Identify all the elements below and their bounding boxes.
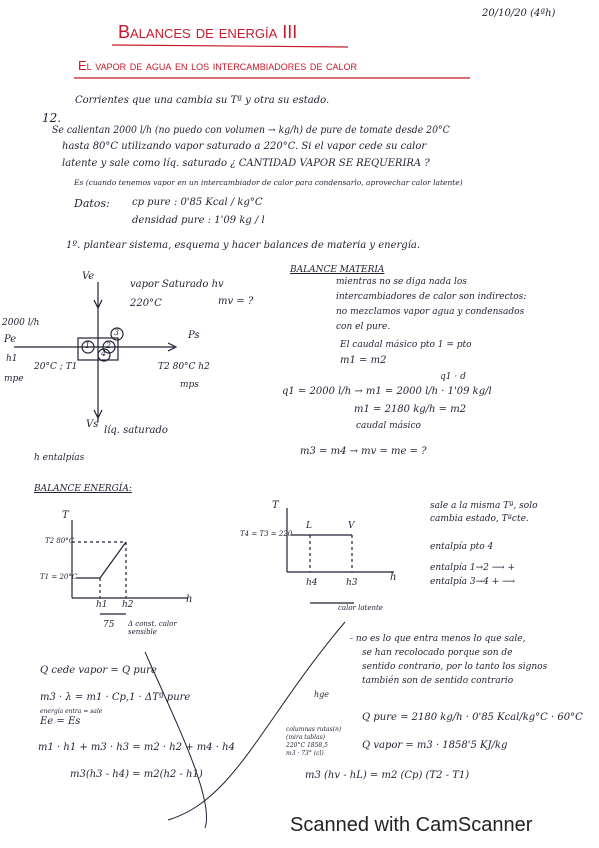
equation-line: Q pure = 2180 kg/h · 0'85 Kcal/kg°C · 60… bbox=[362, 712, 583, 723]
graph-axis-label: T bbox=[272, 500, 279, 511]
label-mv: mv = ? bbox=[218, 296, 254, 307]
graph-tick-label: T2 80°C bbox=[45, 537, 75, 545]
label-entalpias: h entalpías bbox=[34, 453, 85, 463]
datos-line: cp pure : 0'85 Kcal / kg°C bbox=[132, 197, 263, 208]
graph-tick-label: T4 = T3 = 220 bbox=[240, 530, 293, 538]
materia-line: no mezclamos vapor agua y condensados bbox=[336, 307, 525, 317]
page-title: Balances de energía III bbox=[118, 22, 298, 42]
label-t1: 20°C ; T1 bbox=[34, 362, 78, 372]
table-note: (mira tablas) bbox=[286, 734, 326, 741]
side-note: entalpía 1→2 ⟶ + bbox=[430, 563, 516, 573]
exchanger-diagram bbox=[14, 282, 178, 422]
label-mps: mps bbox=[180, 380, 199, 390]
step-one: 1º. plantear sistema, esquema y hacer ba… bbox=[66, 240, 421, 251]
node-2: 2 bbox=[106, 341, 112, 350]
latent-heat-graph bbox=[286, 508, 394, 604]
label-liquid: líq. saturado bbox=[104, 425, 168, 436]
graph-tick-label: V bbox=[348, 521, 355, 531]
table-note: columnas rutas(n) bbox=[286, 726, 342, 733]
equation-note: energía entra = sale bbox=[40, 708, 103, 715]
problem-number: 12. bbox=[42, 111, 62, 125]
graph-axis-label: T bbox=[62, 510, 69, 521]
label-ve: Ve bbox=[82, 271, 95, 282]
materia-line: intercambiadores de calor son indirectos… bbox=[336, 292, 527, 302]
problem-line: Se calientan 2000 l/h (no puedo con volu… bbox=[52, 125, 450, 136]
intro-text: Corrientes que una cambia su Tª y otra s… bbox=[75, 95, 330, 106]
graph-tick-label: T1 = 20°C bbox=[40, 573, 78, 581]
equation-line: m3 · λ = m1 · Cp,1 · ΔTª pure bbox=[40, 692, 191, 703]
graph-tick-label: h3 bbox=[346, 578, 358, 588]
remark-line: también son de sentido contrario bbox=[362, 676, 514, 686]
graph-tick-label: h1 bbox=[96, 600, 108, 610]
sensible-heat-graph bbox=[71, 520, 188, 615]
label-mpe: mpe bbox=[4, 374, 24, 384]
label-vapor-temp: 220°C bbox=[130, 298, 162, 309]
equation-line: m1 · h1 + m3 · h3 = m2 · h2 + m4 · h4 bbox=[38, 742, 235, 753]
remark-line: se han recolocado porque son de bbox=[362, 648, 513, 658]
equation-line: m3(h3 - h4) = m2(h2 - h1) bbox=[70, 769, 203, 780]
label-vapor: vapor Saturado hv bbox=[130, 279, 224, 290]
materia-line: q1 = 2000 l/h → m1 = 2000 l/h · 1'09 kg/… bbox=[282, 386, 492, 397]
materia-line: El caudal másico pto 1 = pto bbox=[340, 340, 472, 350]
materia-line: caudal másico bbox=[356, 421, 421, 431]
balance-energia-title: BALANCE ENERGÍA: bbox=[34, 484, 132, 494]
label-pe: Pe bbox=[4, 334, 17, 345]
label-t2: T2 80°C h2 bbox=[158, 362, 210, 372]
equation-line: Ee = Es bbox=[40, 716, 81, 727]
graph-note: calor latente bbox=[338, 604, 383, 612]
materia-line: q1 · d bbox=[440, 372, 466, 382]
equation-line: Q cede vapor = Q pure bbox=[40, 665, 157, 676]
graph-tick-label: h4 bbox=[306, 578, 318, 588]
datos-line: densidad pure : 1'09 kg / l bbox=[132, 215, 265, 226]
equation-line: m3 (hv - hL) = m2 (Cp) (T2 - T1) bbox=[305, 770, 470, 781]
problem-line: hasta 80°C utilizando vapor saturado a 2… bbox=[62, 141, 427, 152]
side-note: entalpía 3→4 + ⟶ bbox=[430, 577, 516, 587]
label-vs: Vs bbox=[86, 419, 99, 430]
node-4: 4 bbox=[101, 349, 107, 358]
materia-line: m1 = m2 bbox=[340, 355, 387, 366]
remark-line: - no es lo que entra menos lo que sale, bbox=[350, 634, 526, 644]
label-flow: 2000 l/h bbox=[2, 318, 40, 328]
curved-arrow bbox=[144, 651, 207, 829]
side-note: cambia estado, Tªcte. bbox=[430, 514, 529, 524]
materia-line: m1 = 2180 kg/h = m2 bbox=[354, 404, 467, 415]
graph-note: 75 bbox=[103, 620, 115, 630]
title-underline bbox=[111, 44, 349, 48]
equation-line: Q vapor = m3 · 1858'5 KJ/kg bbox=[362, 740, 508, 751]
table-note: m3 · 73° (cl) bbox=[286, 750, 324, 757]
scanner-watermark: Scanned with CamScanner bbox=[290, 814, 533, 836]
graph-note: Δ const. calor sensible bbox=[128, 620, 177, 636]
side-note: sale a la misma Tª, solo bbox=[430, 501, 538, 511]
node-1: 1 bbox=[85, 341, 91, 350]
side-note: entalpía pto 4 bbox=[430, 542, 494, 552]
date: 20/10/20 (4ªh) bbox=[482, 8, 556, 19]
graph-axis-label: h bbox=[390, 572, 397, 583]
graph-tick-label: L bbox=[306, 521, 312, 531]
label-h1: h1 bbox=[6, 354, 18, 364]
graph-axis-label: h bbox=[186, 594, 193, 605]
table-note: 220°C 1858,5 bbox=[286, 742, 328, 749]
problem-note: Es (cuando tenemos vapor en un intercamb… bbox=[74, 178, 463, 187]
graph-tick-label: h2 bbox=[122, 600, 134, 610]
materia-line: con el pure. bbox=[336, 322, 391, 332]
remark-line: sentido contrario, por lo tanto los sign… bbox=[362, 662, 548, 672]
problem-line: latente y sale como líq. saturado ¿ CANT… bbox=[62, 158, 430, 169]
datos-label: Datos: bbox=[74, 197, 110, 210]
balance-materia-title: BALANCE MATERIA bbox=[290, 265, 385, 275]
equation-note: hge bbox=[314, 690, 330, 699]
materia-line: mientras no se diga nada los bbox=[336, 277, 467, 287]
curved-arrow bbox=[167, 621, 346, 821]
node-3: 3 bbox=[114, 328, 120, 337]
page-subtitle: El vapor de agua en los intercambiadores… bbox=[78, 58, 357, 73]
label-ps: Ps bbox=[188, 330, 200, 341]
materia-line: m3 = m4 → mv = me = ? bbox=[300, 446, 427, 457]
